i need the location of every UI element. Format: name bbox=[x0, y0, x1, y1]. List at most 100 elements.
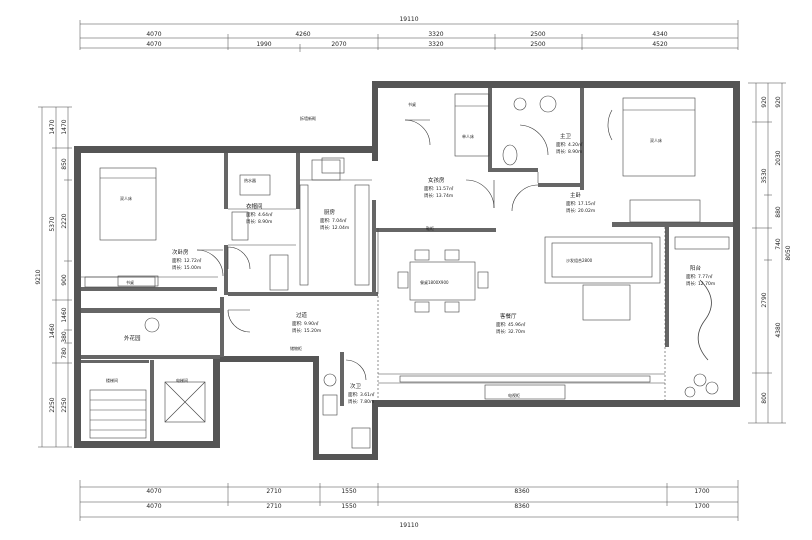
bed-master bbox=[622, 97, 696, 177]
svg-text:面积: 12.72㎡: 面积: 12.72㎡ bbox=[172, 257, 202, 264]
dim-top-total: 19110 bbox=[399, 16, 418, 23]
dim-left-inner: 780 bbox=[61, 347, 68, 359]
dim-top-r1: 4260 bbox=[295, 31, 310, 38]
label-entry-cabinet: 鞋柜 bbox=[426, 225, 434, 231]
dim-top-r2: 4070 bbox=[146, 41, 161, 48]
furniture bbox=[84, 93, 730, 449]
room-kitchen: 厨房 面积: 7.04㎡ 周长: 12.04m bbox=[320, 208, 349, 231]
svg-text:面积: 11.57㎡: 面积: 11.57㎡ bbox=[424, 185, 454, 192]
label-desk: 书桌 bbox=[126, 279, 134, 285]
dim-right-inner: 2790 bbox=[761, 292, 768, 307]
room-balcony: 阳台 面积: 7.77㎡ 周长: 12.70m bbox=[686, 264, 715, 287]
dim-left-inner: 850 bbox=[61, 158, 68, 170]
dim-right-total: 8050 bbox=[785, 245, 792, 260]
dim-top-r2: 2070 bbox=[331, 41, 346, 48]
dim-right-inner: 920 bbox=[761, 96, 768, 108]
sofa bbox=[544, 236, 661, 284]
svg-text:面积: 4.64㎡: 面积: 4.64㎡ bbox=[246, 211, 273, 218]
svg-text:周长: 12.04m: 周长: 12.04m bbox=[320, 224, 349, 231]
dim-bottom-r2: 1700 bbox=[694, 503, 709, 510]
label-single-bed: 单人床 bbox=[462, 133, 474, 139]
dim-left-inner: 900 bbox=[61, 274, 68, 286]
dim-left-total: 9210 bbox=[35, 269, 42, 284]
room-walkin-closet: 衣帽间 面积: 4.64㎡ 周长: 8.90m bbox=[246, 202, 273, 225]
dim-top-r1: 2500 bbox=[530, 31, 545, 38]
room-main-bath: 主卫 面积: 4.20㎡ 周长: 8.90m bbox=[556, 132, 583, 155]
svg-text:阳台: 阳台 bbox=[690, 264, 702, 272]
svg-text:次卧房: 次卧房 bbox=[172, 248, 189, 256]
svg-text:面积: 45.96㎡: 面积: 45.96㎡ bbox=[496, 321, 526, 328]
dim-top-r2: 1990 bbox=[256, 41, 271, 48]
right-dimension-labels: 8050 920 3530 2790 800 920 2030 880 740 … bbox=[761, 96, 792, 404]
dim-top-r1: 4070 bbox=[146, 31, 161, 38]
svg-text:面积: 3.61㎡: 面积: 3.61㎡ bbox=[348, 391, 375, 398]
svg-text:面积: 7.77㎡: 面积: 7.77㎡ bbox=[686, 273, 713, 280]
label-dining-table: 餐桌1800X900 bbox=[420, 279, 449, 285]
label-double-bed-master: 双人床 bbox=[650, 137, 662, 143]
label-stair-room: 楼梯间 bbox=[106, 377, 118, 383]
dim-top-r2: 3320 bbox=[428, 41, 443, 48]
svg-text:面积: 4.20㎡: 面积: 4.20㎡ bbox=[556, 141, 583, 148]
svg-text:次卫: 次卫 bbox=[350, 382, 362, 390]
interior-walls bbox=[81, 88, 733, 441]
label-outer-garden: 外花园 bbox=[124, 334, 141, 342]
dim-left-inner: 1470 bbox=[61, 119, 68, 134]
dim-left-outer: 5370 bbox=[49, 216, 56, 231]
svg-text:面积: 17.15㎡: 面积: 17.15㎡ bbox=[566, 200, 596, 207]
label-cut-wall: 拆墙新砌 bbox=[300, 115, 316, 121]
dim-right-outer: 880 bbox=[775, 206, 782, 218]
left-dimension-labels: 9210 1470 5370 1460 2250 1470 850 2220 9… bbox=[35, 119, 68, 412]
label-study-desk: 书桌 bbox=[408, 101, 416, 107]
bottom-dimension-labels: 4070 2710 1550 8360 1700 4070 2710 1550 … bbox=[146, 488, 709, 529]
svg-text:周长: 7.80m: 周长: 7.80m bbox=[348, 398, 374, 405]
room-guest-bedroom: 次卧房 面积: 12.72㎡ 周长: 15.00m bbox=[172, 248, 202, 271]
room-master: 主卧 面积: 17.15㎡ 周长: 20.02m bbox=[566, 191, 596, 214]
dim-left-inner: 380 bbox=[61, 331, 68, 343]
dim-top-r1: 4340 bbox=[652, 31, 667, 38]
dim-left-inner: 2250 bbox=[61, 397, 68, 412]
dim-left-inner: 2220 bbox=[61, 213, 68, 228]
dimension-lines bbox=[38, 20, 786, 521]
top-dimension-labels: 19110 4070 4260 3320 2500 4340 4070 1990… bbox=[146, 16, 667, 48]
svg-text:周长: 15.00m: 周长: 15.00m bbox=[172, 264, 201, 271]
svg-text:周长: 8.90m: 周长: 8.90m bbox=[556, 148, 582, 155]
dim-bottom-r1: 8360 bbox=[514, 488, 529, 495]
coffee-table bbox=[582, 284, 631, 321]
dim-left-outer: 2250 bbox=[49, 397, 56, 412]
bed-guest-room bbox=[99, 167, 157, 241]
svg-text:衣帽间: 衣帽间 bbox=[246, 202, 263, 210]
dim-top-r2: 4520 bbox=[652, 41, 667, 48]
dim-right-outer: 2030 bbox=[775, 150, 782, 165]
dim-left-outer: 1460 bbox=[49, 323, 56, 338]
room-girl-bedroom: 女孩房 面积: 11.57㎡ 周长: 13.74m bbox=[424, 176, 454, 199]
svg-text:周长: 12.70m: 周长: 12.70m bbox=[686, 280, 715, 287]
label-tv-cabinet: 电视柜 bbox=[508, 392, 520, 398]
label-water-heater: 热水器 bbox=[244, 177, 256, 183]
room-labels: 次卧房 面积: 12.72㎡ 周长: 15.00m 衣帽间 面积: 4.64㎡ … bbox=[106, 101, 715, 405]
dim-bottom-r2: 1550 bbox=[341, 503, 356, 510]
svg-text:面积: 7.04㎡: 面积: 7.04㎡ bbox=[320, 217, 347, 224]
svg-text:主卧: 主卧 bbox=[570, 191, 582, 199]
dim-bottom-r2: 8360 bbox=[514, 503, 529, 510]
label-elevator: 电梯间 bbox=[176, 377, 188, 383]
dim-right-outer: 4380 bbox=[775, 322, 782, 337]
dim-right-outer: 740 bbox=[775, 238, 782, 250]
room-corridor: 过道 面积: 9.90㎡ 周长: 15.20m bbox=[292, 311, 321, 334]
exterior-walls bbox=[74, 81, 740, 460]
svg-text:过道: 过道 bbox=[296, 311, 308, 319]
svg-text:女孩房: 女孩房 bbox=[428, 176, 445, 184]
svg-text:厨房: 厨房 bbox=[324, 208, 336, 216]
svg-text:客餐厅: 客餐厅 bbox=[500, 312, 517, 320]
svg-text:周长: 32.70m: 周长: 32.70m bbox=[496, 328, 525, 335]
bed-girl bbox=[454, 93, 490, 157]
dim-bottom-r1: 1700 bbox=[694, 488, 709, 495]
dim-left-outer: 1470 bbox=[49, 119, 56, 134]
dim-bottom-r2: 4070 bbox=[146, 503, 161, 510]
label-storage: 储物柜 bbox=[290, 345, 302, 351]
label-double-bed: 双人床 bbox=[120, 195, 132, 201]
room-living: 客餐厅 面积: 45.96㎡ 周长: 32.70m bbox=[496, 312, 526, 335]
svg-text:周长: 8.90m: 周长: 8.90m bbox=[246, 218, 272, 225]
dim-bottom-r2: 2710 bbox=[266, 503, 281, 510]
svg-text:周长: 20.02m: 周长: 20.02m bbox=[566, 207, 595, 214]
